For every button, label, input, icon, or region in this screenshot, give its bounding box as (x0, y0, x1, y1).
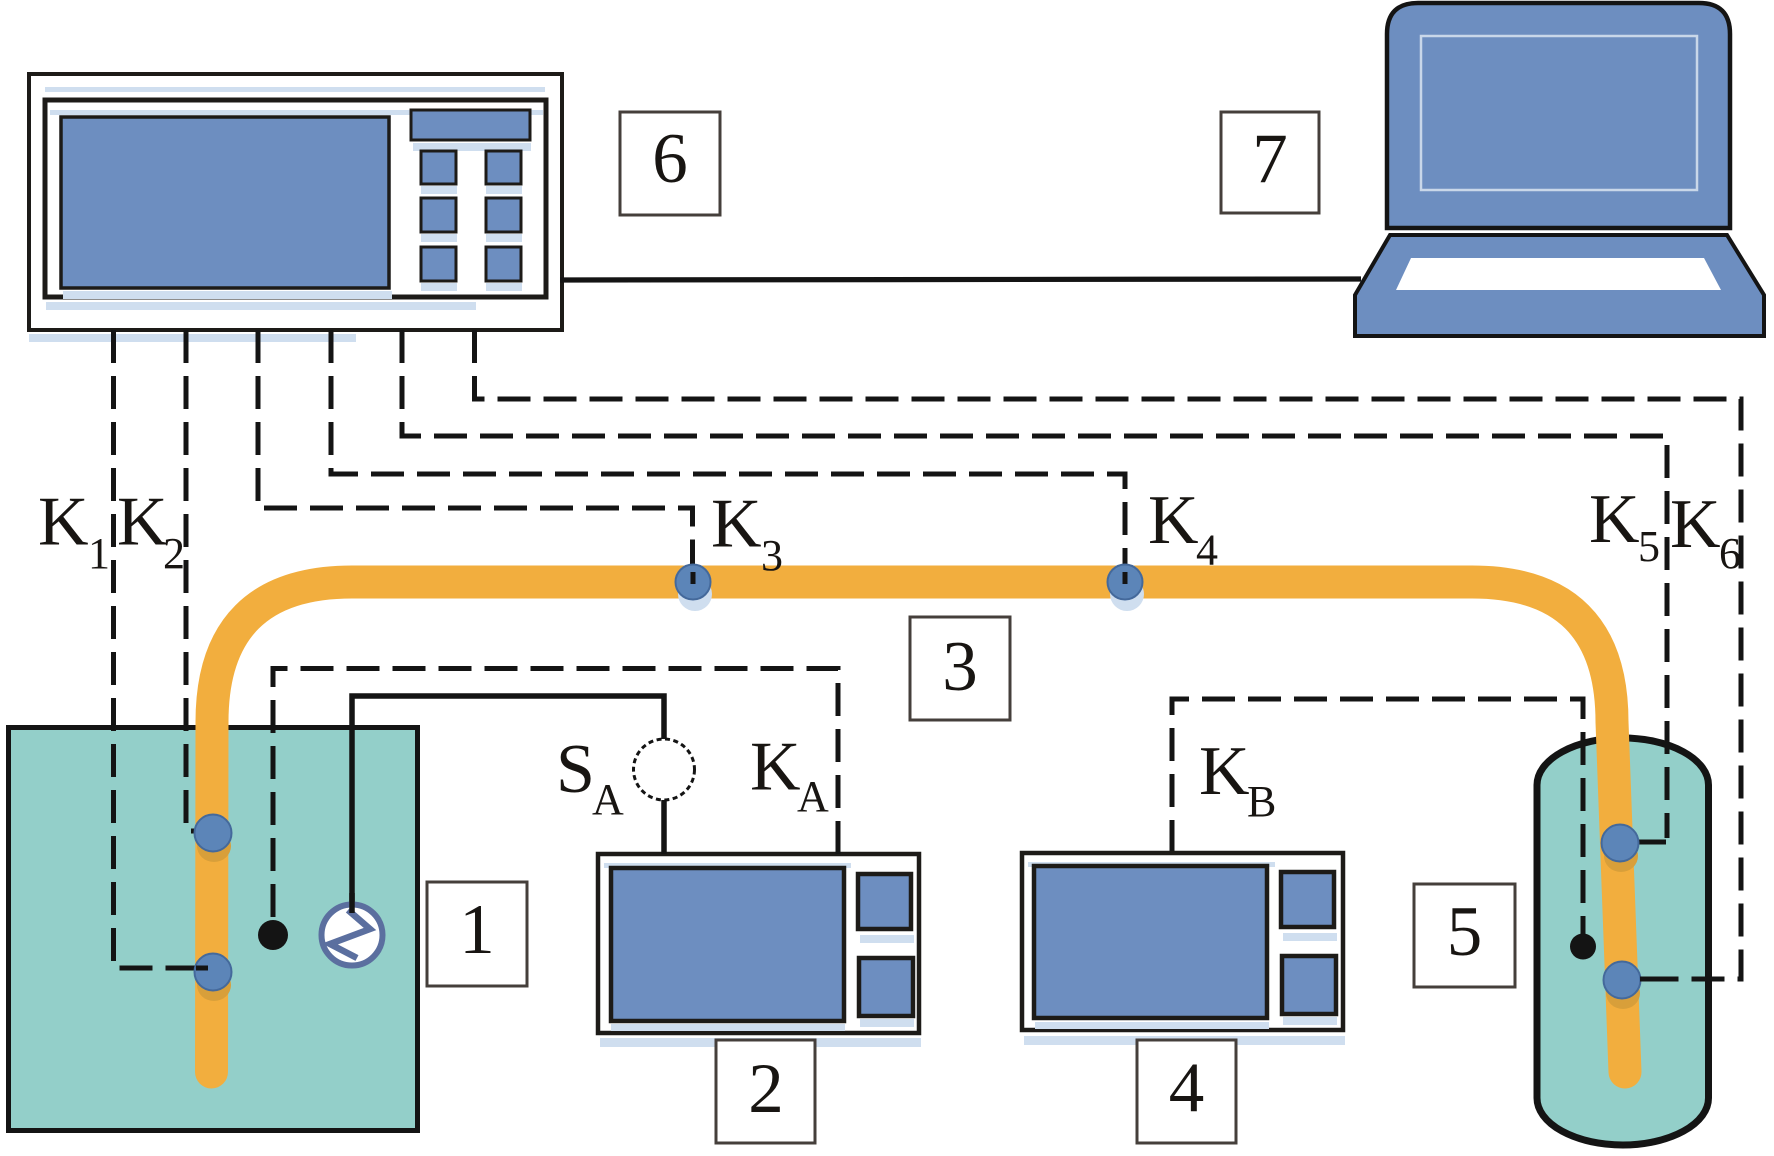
svg-text:A: A (797, 772, 829, 821)
svg-text:1: 1 (88, 529, 110, 578)
svg-text:B: B (1247, 777, 1276, 826)
svg-text:6: 6 (1719, 529, 1741, 578)
svg-text:K: K (1589, 481, 1640, 558)
svg-text:K: K (1148, 482, 1199, 559)
svg-text:K: K (1670, 486, 1721, 563)
svg-text:7: 7 (1252, 120, 1288, 198)
svg-text:4: 4 (1169, 1049, 1205, 1127)
svg-text:6: 6 (652, 120, 688, 198)
svg-text:3: 3 (761, 531, 783, 580)
svg-text:3: 3 (942, 628, 978, 706)
svg-text:S: S (556, 731, 595, 808)
svg-text:4: 4 (1196, 526, 1218, 575)
svg-text:K: K (117, 484, 168, 561)
svg-text:K: K (38, 484, 89, 561)
svg-text:K: K (711, 486, 762, 563)
svg-text:5: 5 (1447, 893, 1483, 971)
svg-text:5: 5 (1638, 522, 1660, 571)
svg-text:K: K (750, 729, 801, 806)
svg-text:2: 2 (163, 529, 185, 578)
svg-text:A: A (592, 775, 624, 824)
svg-text:1: 1 (459, 891, 495, 969)
svg-text:K: K (1199, 733, 1250, 810)
svg-text:2: 2 (748, 1050, 784, 1128)
